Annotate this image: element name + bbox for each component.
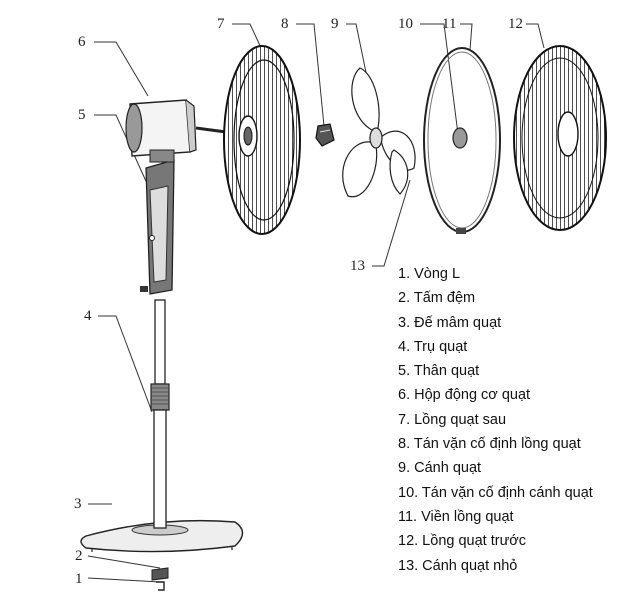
callout-5: 5 [78,107,86,123]
fan-base [80,519,244,591]
front-guard [513,45,607,231]
leader-lines [87,23,545,583]
callout-2: 2 [75,548,83,564]
callout-9: 9 [331,16,339,32]
parts-legend: 1. Vòng L 2. Tấm đệm 3. Đế mâm quạt 4. T… [398,262,593,578]
legend-item: 3. Đế mâm quạt [398,314,502,331]
callout-10: 10 [398,16,413,32]
legend-item: 11. Viền lồng quạt [398,508,514,525]
legend-item: 9. Cánh quạt [398,460,482,477]
callout-11: 11 [442,16,457,32]
callout-1: 1 [75,571,83,587]
motor-housing [125,99,227,163]
legend-item: 2. Tấm đệm [398,290,476,307]
callout-8: 8 [281,16,289,32]
legend-item: 10. Tán vặn cố định cánh quạt [398,484,593,501]
fan-blade [342,67,416,198]
callout-3: 3 [74,496,82,512]
legend-item: 6. Hộp động cơ quạt [398,387,531,404]
legend-item: 12. Lồng quạt trước [398,533,527,550]
fan-pole [150,299,170,529]
legend-item: 4. Trụ quạt [398,338,468,355]
legend-item: 1. Vòng L [398,266,461,282]
guard-nut [315,123,335,147]
legend-item: 13. Cánh quạt nhỏ [398,557,518,574]
callout-4: 4 [84,308,92,324]
callout-7: 7 [217,16,225,32]
legend-item: 5. Thân quạt [398,363,480,380]
legend-item: 7. Lồng quạt sau [398,411,507,428]
callout-6: 6 [78,34,86,50]
fan-body [140,159,175,295]
legend-item: 8. Tán vặn cố định lồng quạt [398,436,581,453]
callout-12: 12 [508,16,523,32]
guard-ring [423,47,501,234]
rear-guard [223,45,301,235]
callout-13: 13 [350,258,365,274]
